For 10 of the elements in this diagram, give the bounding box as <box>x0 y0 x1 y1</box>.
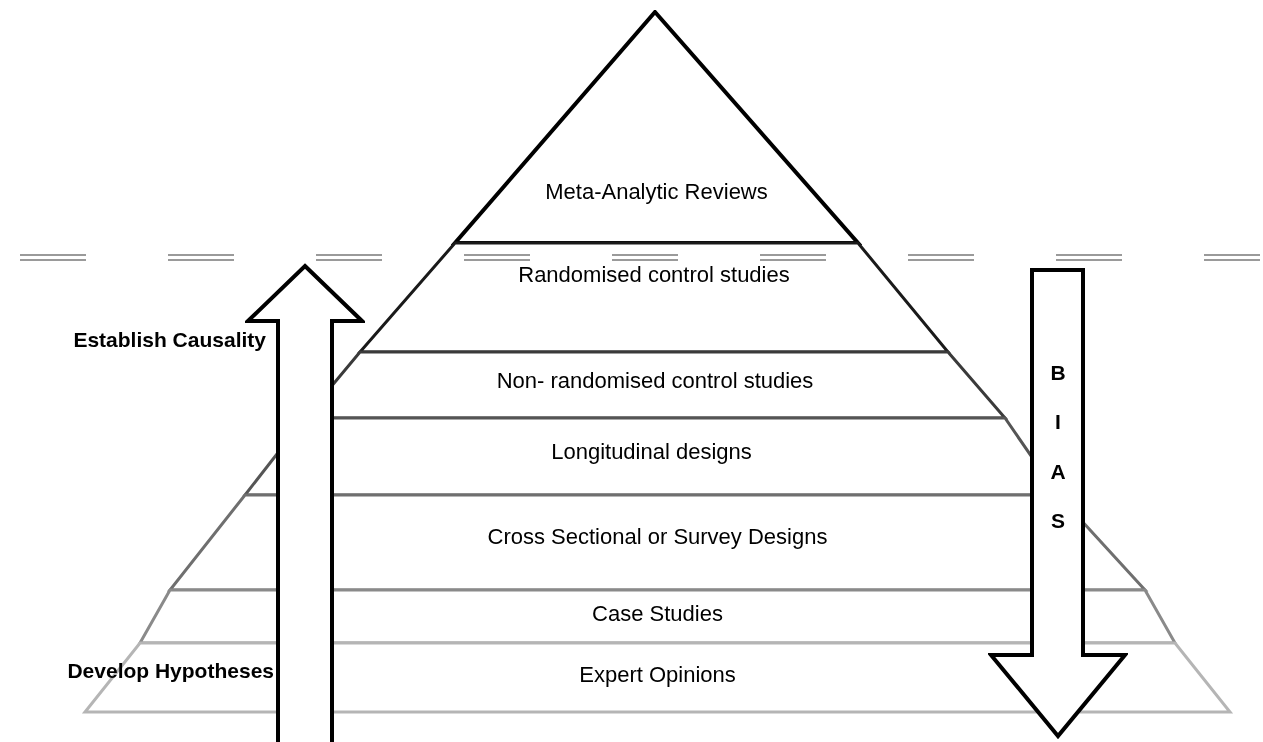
layer-label: Longitudinal designs <box>551 438 752 466</box>
layer-label: Randomised control studies <box>518 261 790 289</box>
layer-label: Non- randomised control studies <box>496 367 814 395</box>
layer-label: Case Studies <box>592 600 723 628</box>
vertical-label: BIAS <box>1049 360 1067 535</box>
side-label: Establish Causality <box>72 327 266 353</box>
layer-label: Expert Opinions <box>579 661 736 689</box>
layer-label: Cross Sectional or Survey Designs <box>487 523 828 551</box>
side-label: Develop Hypotheses <box>66 658 274 684</box>
layer-label: Meta-Analytic Reviews <box>545 178 768 206</box>
